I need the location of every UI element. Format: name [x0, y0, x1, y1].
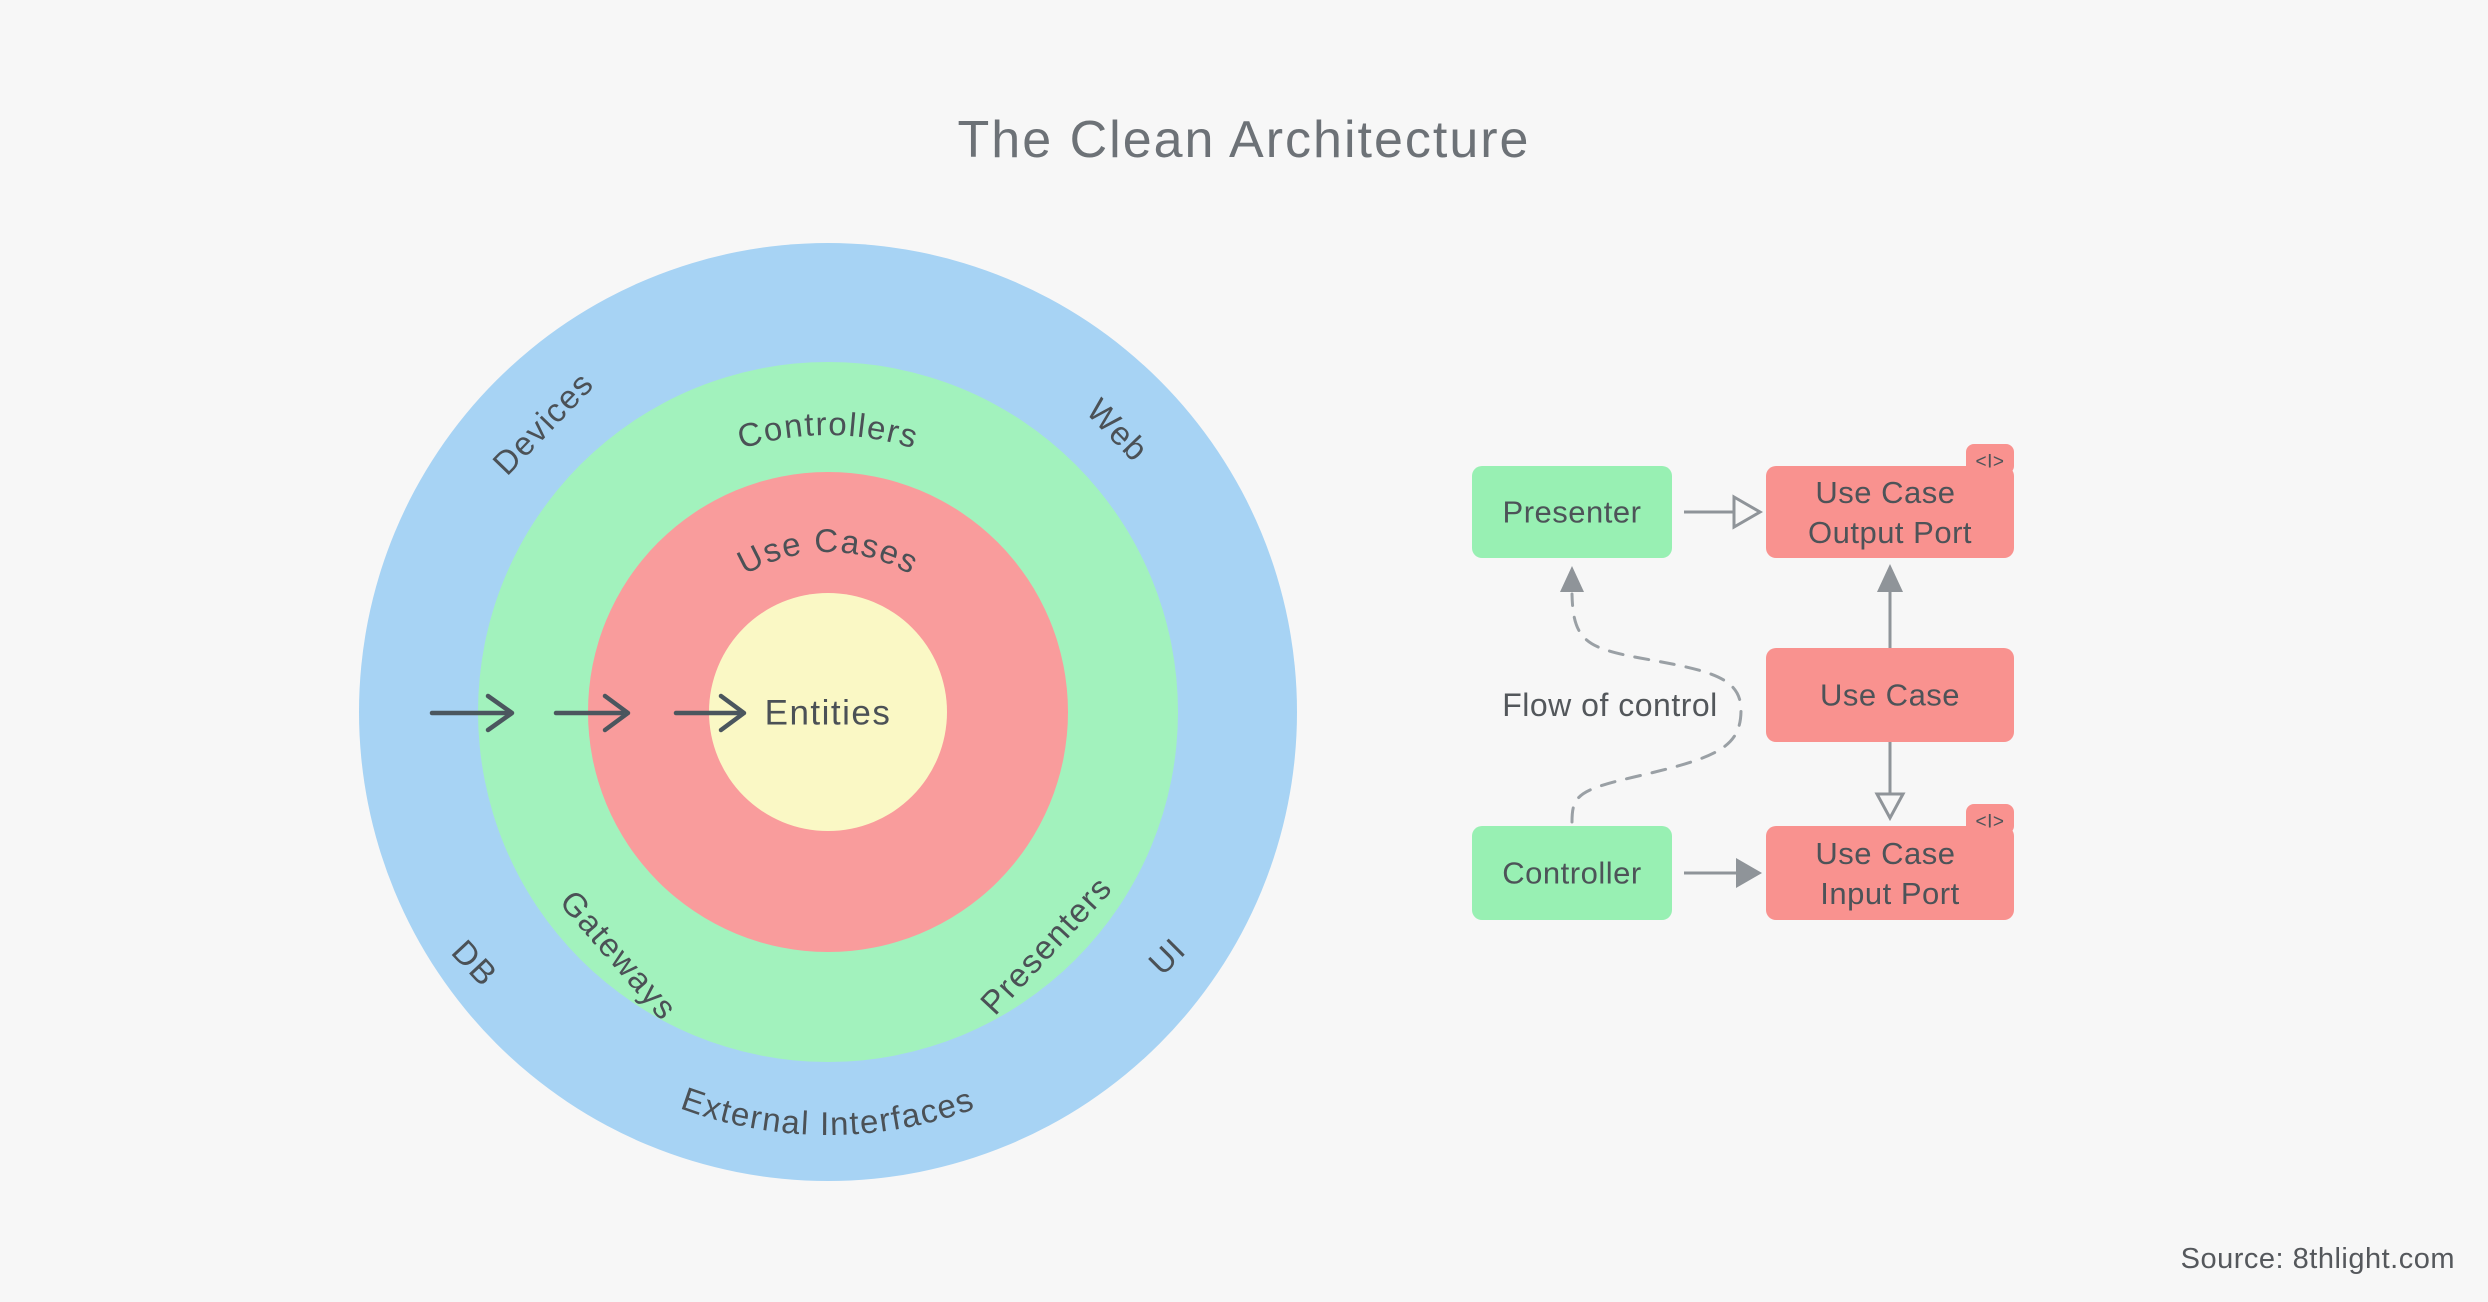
- page-title: The Clean Architecture: [958, 111, 1531, 169]
- use-case-input-port-label: Use Case Input Port: [1815, 836, 1964, 911]
- source-note: Source: 8thlight.com: [2181, 1243, 2455, 1275]
- presenter-box: [1472, 466, 1672, 558]
- inward-arrow-outer: [429, 693, 515, 733]
- flow-of-control-label: Flow of control: [1502, 687, 1718, 723]
- use-case-input-port-box: [1766, 826, 2014, 920]
- inward-dependency-arrows: [429, 693, 747, 733]
- use-case-box-label: Use Case: [1820, 678, 1960, 713]
- presenter-box-label: Presenter: [1503, 495, 1642, 530]
- inward-arrow-middle: [553, 693, 631, 733]
- output-port-interface-tag: <I>: [1976, 452, 2005, 473]
- flow-of-control-arrowhead: [1560, 566, 1584, 592]
- flow-of-control-arrow: [1560, 566, 1743, 824]
- presenter-to-output-port-arrow: [1684, 494, 1764, 530]
- flow-of-control-dashed-path: [1570, 592, 1743, 824]
- controller-box: [1472, 826, 1672, 920]
- controller-box-label: Controller: [1502, 856, 1641, 891]
- ring-entities-yellow: [709, 593, 947, 831]
- use-case-output-port-box: [1766, 466, 2014, 558]
- entities-label: Entities: [765, 694, 892, 733]
- controller-to-input-port-arrow: [1684, 858, 1762, 888]
- use-case-to-input-port-arrow: [1874, 742, 1906, 822]
- inward-arrow-inner: [673, 693, 747, 733]
- input-port-interface-tag: <I>: [1976, 812, 2005, 833]
- flow-diagram: Presenter Use Case Output Port Use Case …: [1472, 444, 2014, 920]
- use-case-to-output-port-arrow: [1877, 564, 1903, 648]
- use-case-output-port-label: Use Case Output Port: [1808, 475, 1972, 550]
- use-case-box: [1766, 648, 2014, 742]
- architecture-rings: [359, 243, 1297, 1181]
